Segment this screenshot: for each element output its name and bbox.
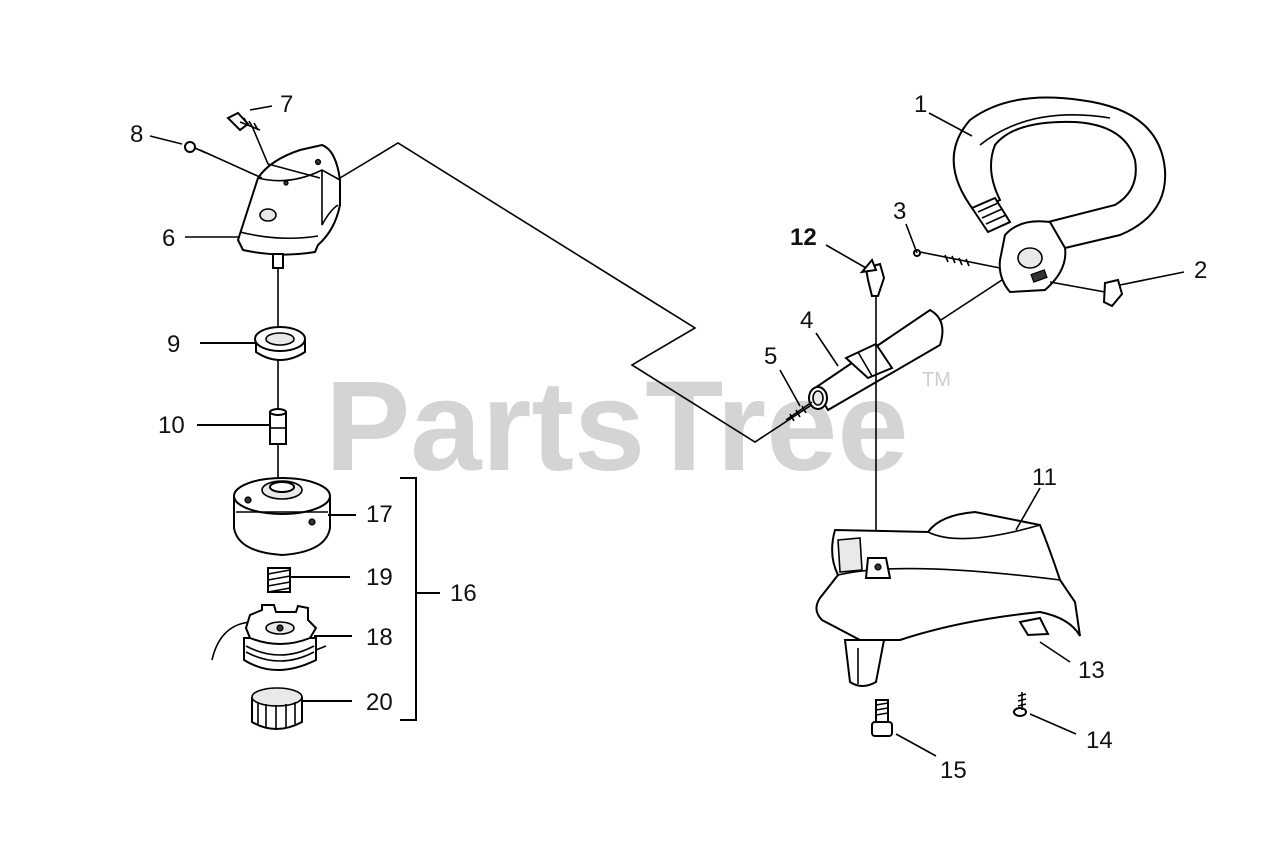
callout-18: 18 — [366, 624, 393, 651]
spool-housing-part — [233, 477, 331, 557]
nut-2-part — [1049, 278, 1124, 308]
assembly-path-line — [339, 142, 1006, 443]
kit-bracket — [400, 477, 417, 721]
screw-5-part — [785, 401, 813, 422]
screw-7-guide — [251, 125, 321, 179]
line-spool-part — [211, 604, 327, 671]
handle-part — [952, 96, 1167, 294]
callout-numbers: 1 2 3 4 5 6 7 8 9 10 11 12 13 14 15 16 1… — [130, 91, 1207, 784]
gear-head-part — [236, 143, 341, 269]
callout-7: 7 — [280, 91, 293, 118]
screw-8-guide — [199, 149, 263, 179]
callout-2: 2 — [1194, 257, 1207, 284]
callout-15: 15 — [940, 757, 967, 784]
callout-16: 16 — [450, 580, 477, 607]
screw-14-part — [1013, 692, 1027, 717]
callout-13: 13 — [1078, 657, 1105, 684]
callout-19: 19 — [366, 564, 393, 591]
watermark: PartsTree TM — [325, 355, 951, 498]
callout-14: 14 — [1086, 727, 1113, 754]
callout-6: 6 — [162, 225, 175, 252]
callout-10: 10 — [158, 412, 185, 439]
leader-lines — [149, 105, 1185, 757]
wing-nut-part — [859, 258, 886, 297]
callout-8: 8 — [130, 121, 143, 148]
guard-part — [815, 510, 1081, 687]
bearing-part — [254, 326, 306, 361]
callout-11: 11 — [1032, 464, 1057, 491]
callout-1: 1 — [914, 91, 927, 118]
callout-20: 20 — [366, 689, 393, 716]
bolt-3-part — [913, 249, 1001, 269]
watermark-trademark: TM — [922, 369, 951, 391]
shaft-clamp-part — [808, 308, 944, 412]
callout-17: 17 — [366, 501, 393, 528]
callout-3: 3 — [893, 198, 906, 225]
screw-7-part — [226, 111, 261, 132]
screw-15-part — [871, 699, 893, 737]
callout-5: 5 — [764, 343, 777, 370]
watermark-text: PartsTree — [325, 355, 909, 498]
spring-part — [267, 567, 291, 593]
bump-knob-part — [251, 687, 303, 730]
spacer-part — [269, 408, 287, 445]
callout-12: 12 — [790, 224, 817, 251]
callout-4: 4 — [800, 307, 813, 334]
callout-9: 9 — [167, 331, 180, 358]
